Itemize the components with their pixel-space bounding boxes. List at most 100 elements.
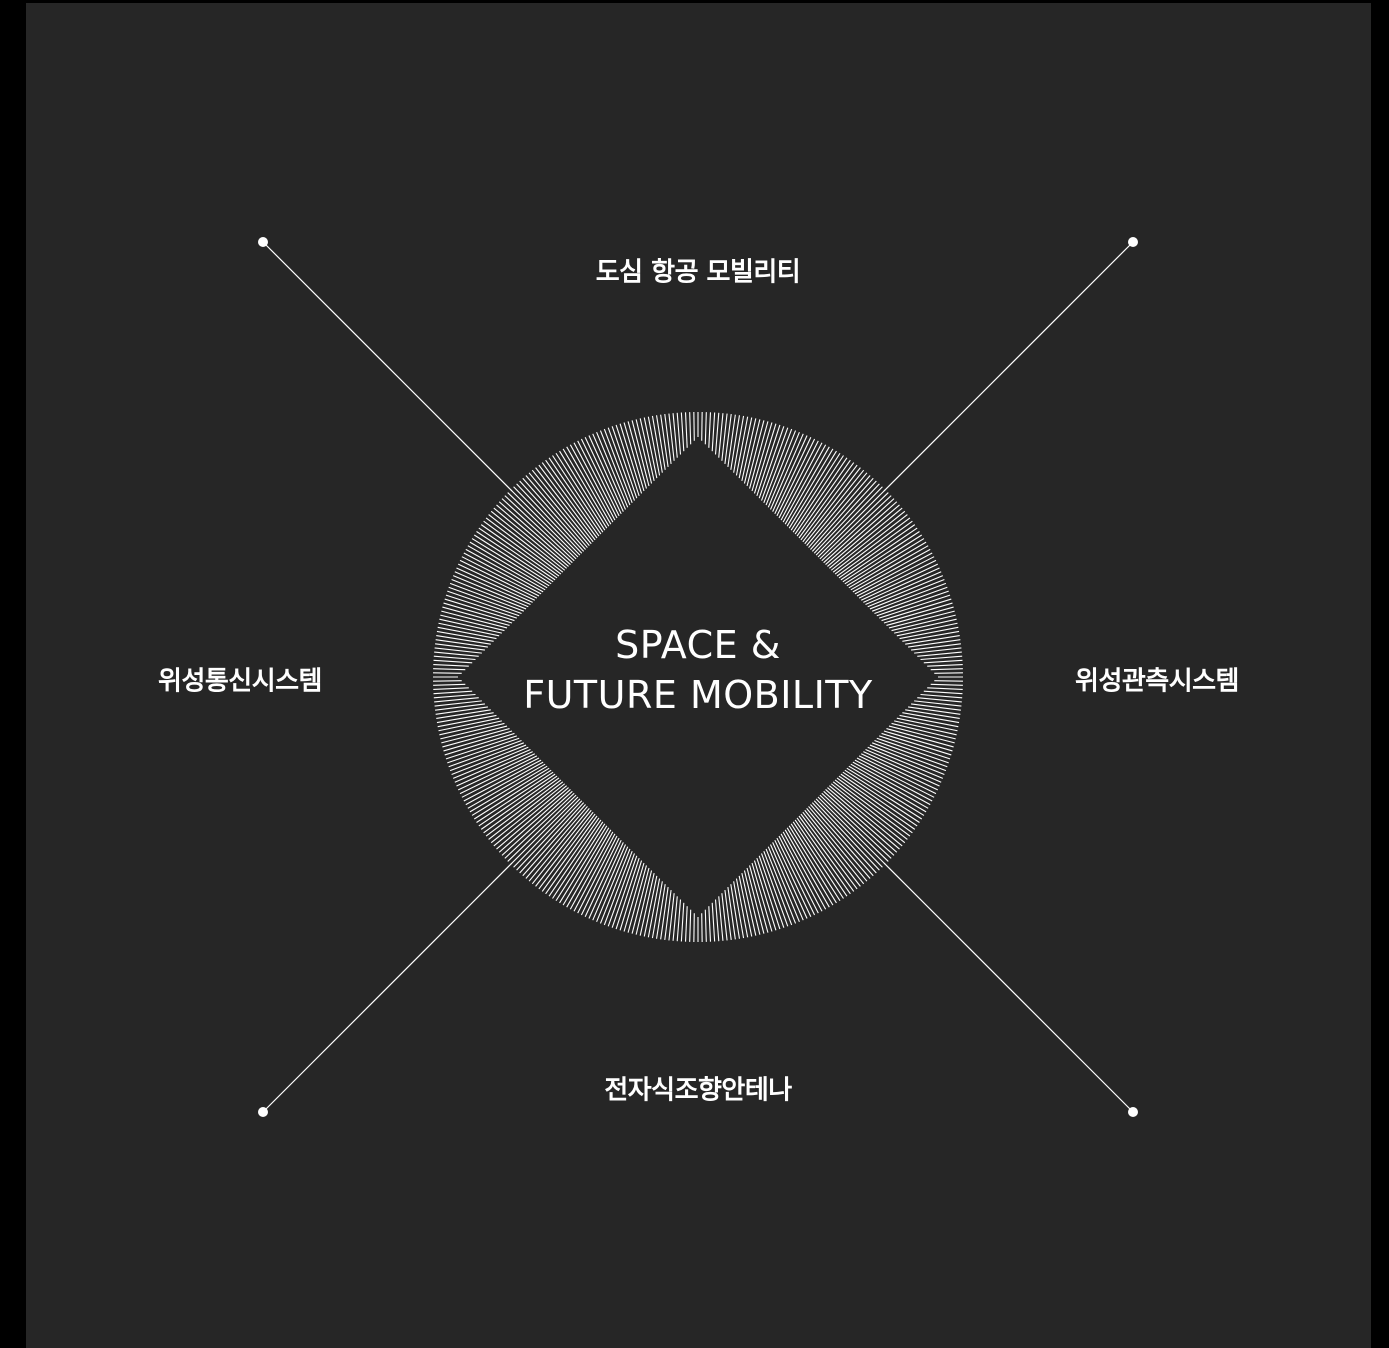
radial-ray <box>516 483 583 554</box>
radial-ray <box>480 775 558 830</box>
label-satellite-observation: 위성관측시스템 <box>1075 666 1239 697</box>
radial-ray <box>541 462 598 539</box>
radial-ray <box>607 853 635 927</box>
radial-ray <box>917 697 962 703</box>
radial-ray <box>444 598 515 622</box>
radial-ray <box>878 735 951 760</box>
radial-ray <box>749 865 769 933</box>
radial-ray <box>480 524 558 579</box>
radial-ray <box>592 844 627 921</box>
radial-ray <box>463 759 542 802</box>
radial-ray <box>531 469 592 545</box>
radial-ray <box>538 464 596 541</box>
radial-ray <box>806 807 868 882</box>
radial-ray <box>756 424 781 497</box>
radial-ray <box>743 870 761 935</box>
dot-bottom-left <box>258 1107 268 1117</box>
radial-ray <box>545 459 600 537</box>
radial-ray <box>519 480 585 552</box>
radial-ray <box>896 622 958 637</box>
radial-ray <box>496 787 569 850</box>
radial-ray <box>451 578 527 610</box>
radial-ray <box>828 785 903 847</box>
radial-ray <box>496 504 569 567</box>
radial-ray <box>443 602 513 624</box>
radial-ray <box>836 777 913 834</box>
radial-ray <box>488 514 564 573</box>
radial-ray <box>854 552 933 595</box>
radial-ray <box>525 806 588 879</box>
radial-ray <box>708 906 712 942</box>
radial-ray <box>434 697 479 703</box>
radial-ray <box>615 424 640 497</box>
radial-ray <box>456 751 533 787</box>
radial-ray <box>741 418 757 481</box>
radial-ray <box>902 712 960 724</box>
dot-bottom-right <box>1128 1107 1138 1117</box>
radial-ray <box>627 421 647 489</box>
radial-ray <box>476 531 554 583</box>
radial-ray <box>580 837 620 916</box>
radial-ray <box>733 881 745 939</box>
radial-ray <box>894 618 957 634</box>
radial-ray <box>440 614 505 632</box>
radial-ray <box>548 457 602 535</box>
center-title-line1: SPACE & <box>615 623 781 667</box>
radial-ray <box>848 765 927 813</box>
radial-ray <box>436 712 494 724</box>
radial-ray <box>908 706 961 715</box>
radial-ray <box>596 431 629 508</box>
radial-ray <box>825 501 898 565</box>
dot-top-right <box>1128 237 1138 247</box>
radial-ray <box>832 514 908 573</box>
radial-ray <box>800 464 858 541</box>
radial-ray <box>881 732 952 756</box>
radial-ray <box>577 440 618 519</box>
radial-ray <box>510 489 579 558</box>
radial-ray <box>531 809 592 885</box>
radial-ray <box>435 703 485 711</box>
radial-ray <box>444 732 515 756</box>
radial-ray <box>930 683 963 686</box>
radial-ray <box>856 556 935 597</box>
radial-ray <box>819 794 889 862</box>
radial-ray <box>562 827 610 906</box>
radial-ray <box>854 759 933 802</box>
radial-ray <box>471 767 550 816</box>
connector-lines <box>262 241 1134 1113</box>
radial-ray <box>627 865 647 933</box>
radial-ray <box>522 477 586 550</box>
radial-ray <box>434 700 482 707</box>
radial-ray <box>490 510 566 571</box>
radial-ray <box>434 647 482 654</box>
radial-ray <box>516 800 583 871</box>
radial-ray <box>573 442 616 521</box>
radial-ray <box>535 467 594 543</box>
radial-ray <box>459 559 538 599</box>
radial-ray <box>439 618 502 634</box>
radial-ray <box>476 771 554 823</box>
radial-ray <box>714 412 720 455</box>
radial-ray <box>914 700 962 707</box>
radial-ray <box>603 428 633 504</box>
center-title: SPACE & FUTURE MOBILITY <box>523 620 872 720</box>
radial-ray <box>623 422 645 492</box>
radial-ray <box>784 446 830 525</box>
radial-ray <box>765 848 797 924</box>
label-electronic-steering-antenna: 전자식조향안테나 <box>604 1075 792 1106</box>
radial-ray <box>911 643 961 651</box>
radial-ray <box>869 578 945 610</box>
radial-ray <box>817 796 886 865</box>
radial-ray <box>758 855 785 928</box>
radial-ray <box>555 452 606 531</box>
radial-ray <box>840 773 918 827</box>
radial-ray <box>447 590 520 617</box>
radial-ray <box>467 763 546 809</box>
radial-ray <box>507 492 577 560</box>
label-satellite-communication: 위성통신시스템 <box>158 666 322 697</box>
radial-ray <box>680 412 685 452</box>
radial-ray <box>827 787 900 850</box>
radial-ray <box>615 857 640 930</box>
radial-ray <box>786 827 834 906</box>
radial-ray <box>655 415 666 470</box>
